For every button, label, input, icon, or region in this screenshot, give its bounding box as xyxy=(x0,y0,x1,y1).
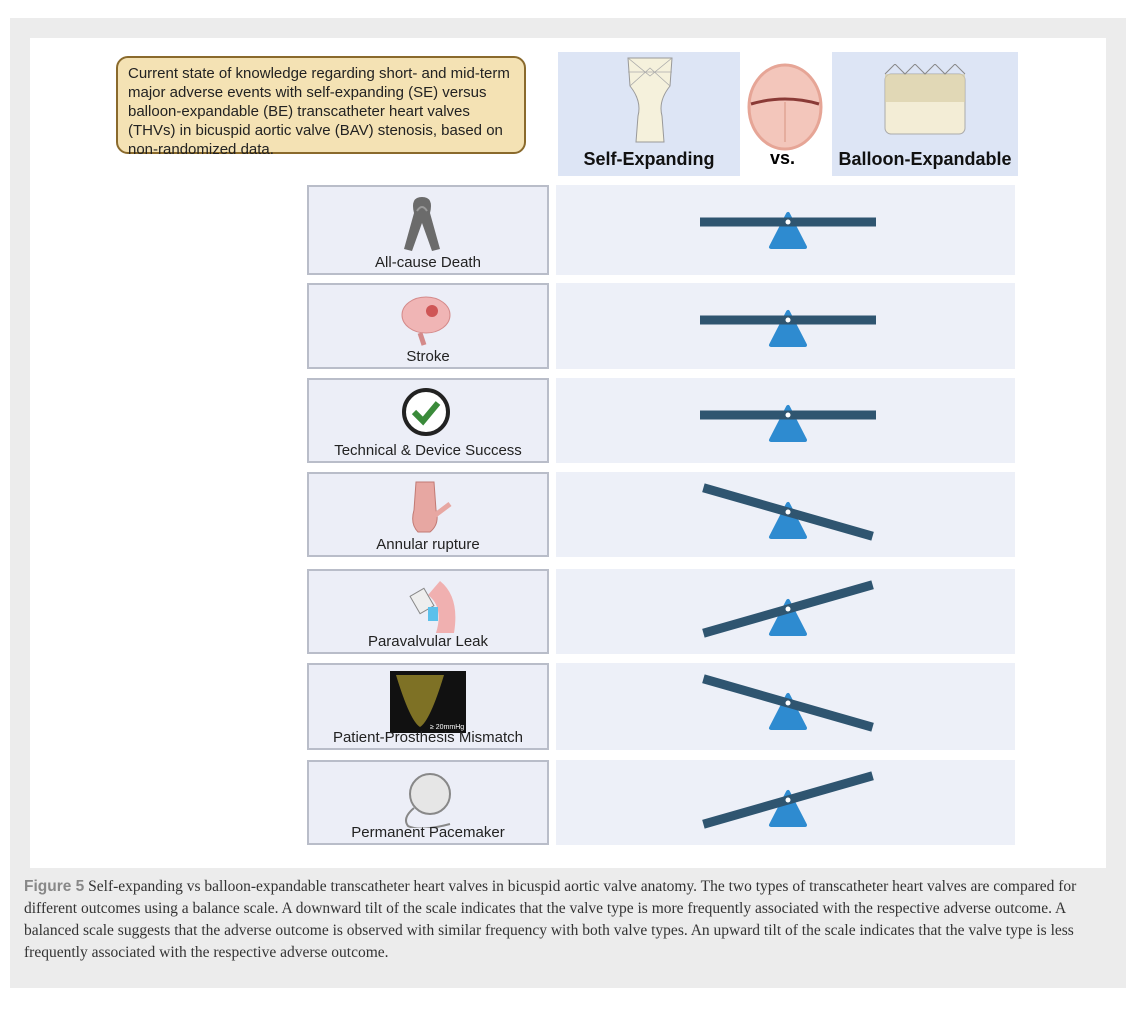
balance-scale-box xyxy=(556,472,1015,557)
valve-leak-icon xyxy=(409,581,456,633)
outcome-box: Paravalvular Leak xyxy=(307,569,549,654)
scale-fulcrum xyxy=(769,693,807,730)
outcome-box: Stroke xyxy=(307,283,549,369)
brain-icon xyxy=(401,296,451,346)
svg-text:≥ 20mmHg: ≥ 20mmHg xyxy=(430,724,464,731)
balance-scale-box xyxy=(556,569,1015,654)
balance-scale-box xyxy=(556,283,1015,369)
caption-text: Self-expanding vs balloon-expandable tra… xyxy=(24,878,1077,961)
pacemaker-icon xyxy=(405,773,451,828)
scale-fulcrum xyxy=(769,212,807,249)
balance-scale xyxy=(702,771,874,829)
scale-pivot xyxy=(785,317,791,323)
outcome-box: Technical & Device Success xyxy=(307,378,549,463)
outcome-box: All-cause Death xyxy=(307,185,549,275)
balance-scale xyxy=(702,580,874,638)
outcome-label: Patient-Prosthesis Mismatch xyxy=(332,729,524,746)
scale-pivot xyxy=(785,606,791,612)
bicuspid-valve-icon xyxy=(747,63,823,151)
scale-fulcrum xyxy=(769,790,807,827)
scale-pivot xyxy=(785,509,791,515)
doppler-icon: ≥ 20mmHg xyxy=(390,671,466,733)
scale-pivot xyxy=(785,412,791,418)
figure-caption: Figure 5 Self-expanding vs balloon-expan… xyxy=(24,876,1114,964)
balance-scale-box xyxy=(556,663,1015,750)
ribbon-icon xyxy=(404,197,440,251)
balloon-expandable-label: Balloon-Expandable xyxy=(838,149,1012,169)
balance-scale xyxy=(702,674,874,732)
check-circle-icon xyxy=(402,388,450,436)
scale-pivot xyxy=(785,700,791,706)
balance-scale-box xyxy=(556,185,1015,275)
self-expanding-label: Self-Expanding xyxy=(583,149,715,169)
scale-fulcrum xyxy=(769,310,807,347)
outcome-box: Permanent Pacemaker xyxy=(307,760,549,845)
balance-scale xyxy=(700,405,876,442)
self-expanding-header: Self-Expanding xyxy=(558,52,740,176)
balance-scale xyxy=(700,310,876,347)
outcome-label: Annular rupture xyxy=(376,536,480,553)
balloon-expandable-valve-icon xyxy=(884,64,966,135)
vs-label: vs. xyxy=(770,148,796,168)
scale-fulcrum xyxy=(769,502,807,539)
balloon-expandable-header: Balloon-Expandable xyxy=(832,52,1018,176)
balance-scale xyxy=(702,483,874,541)
outcome-label: Technical & Device Success xyxy=(334,442,522,459)
outcome-label: Permanent Pacemaker xyxy=(351,824,505,841)
balance-scale-box xyxy=(556,760,1015,845)
scale-fulcrum xyxy=(769,405,807,442)
balance-scale xyxy=(700,212,876,249)
outcome-label: Paravalvular Leak xyxy=(367,633,489,650)
outcome-label: All-cause Death xyxy=(375,254,481,271)
scale-pivot xyxy=(785,219,791,225)
self-expanding-valve-icon xyxy=(627,57,673,143)
outcome-label: Stroke xyxy=(406,348,450,365)
figure-number: Figure 5 xyxy=(24,878,85,895)
balance-scale-box xyxy=(556,378,1015,463)
outcome-box: Annular rupture xyxy=(307,472,549,557)
scale-pivot xyxy=(785,797,791,803)
aortic-root-icon xyxy=(412,481,452,533)
summary-box: Current state of knowledge regarding sho… xyxy=(116,56,526,158)
scale-fulcrum xyxy=(769,599,807,636)
